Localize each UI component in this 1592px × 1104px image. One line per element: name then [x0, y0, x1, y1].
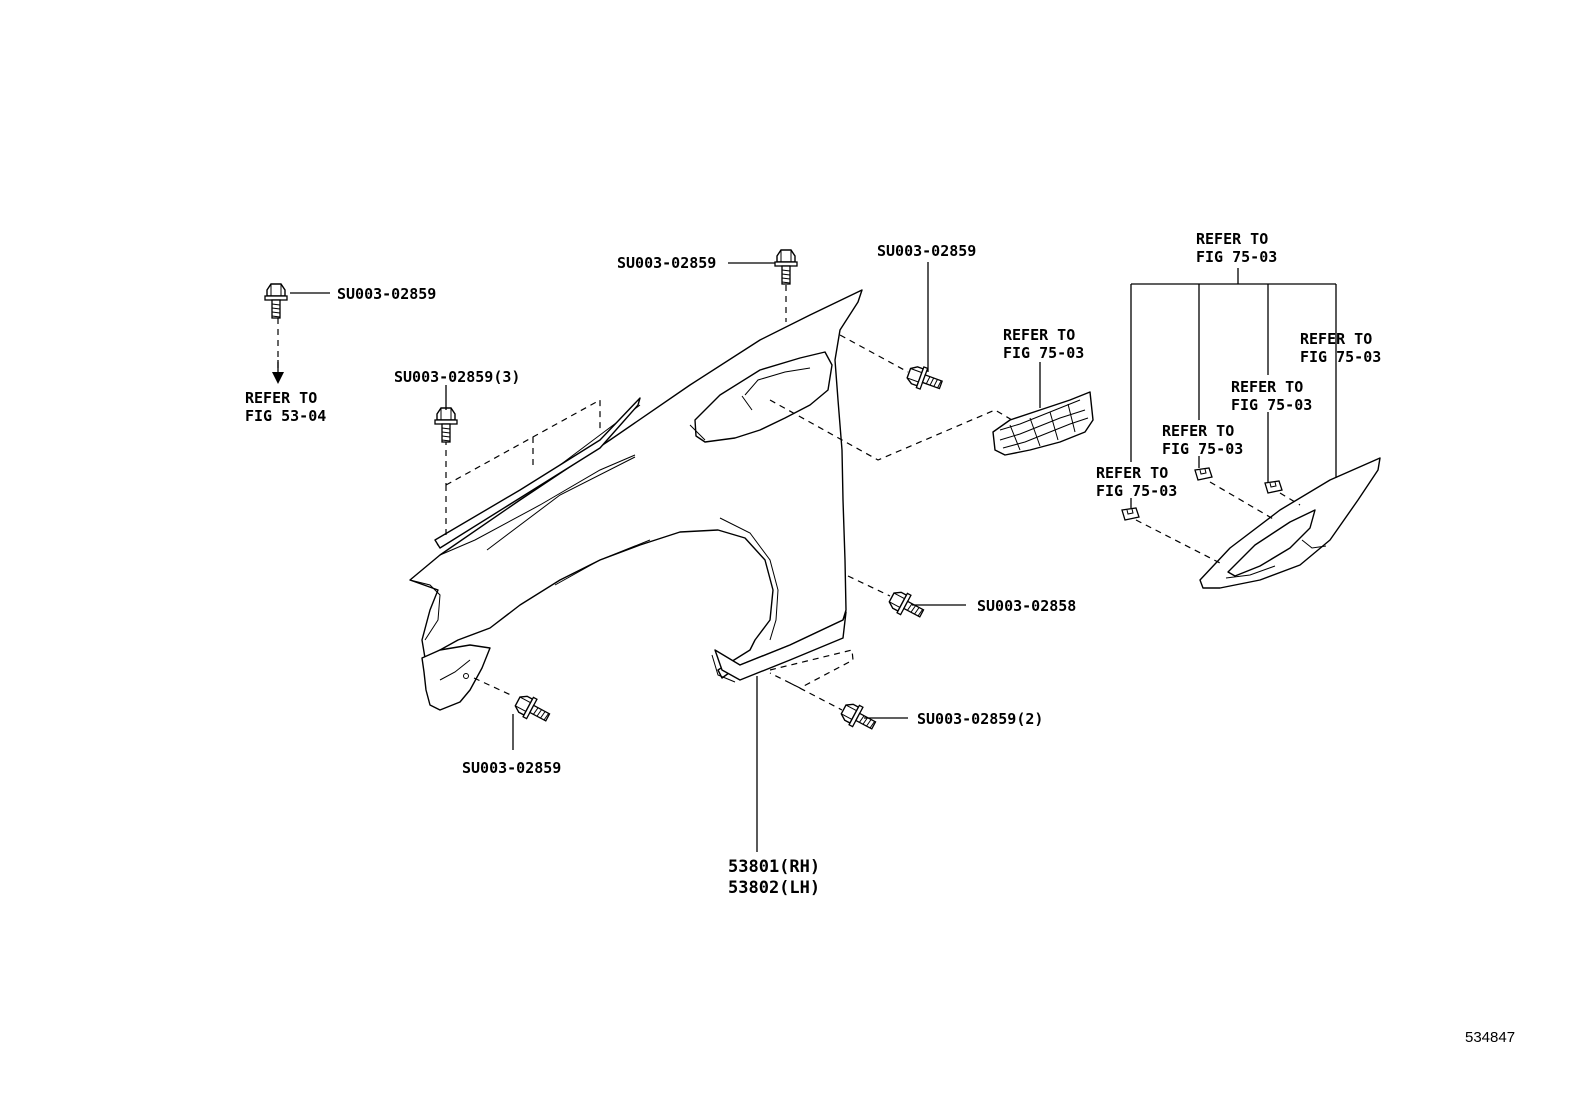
clip-guide-b [1209, 481, 1276, 521]
attachment-guide-lines [277, 285, 1013, 711]
front-fender-panel [409, 289, 863, 711]
bolt-top-fender [774, 249, 798, 285]
bolt-upper-right [904, 362, 946, 396]
figure-id: 534847 [1465, 1029, 1515, 1046]
clip-nut-c [1264, 480, 1283, 494]
label-vent-ref-a-line1: REFER TO [1096, 464, 1168, 482]
label-vent-ref-b-line2: FIG 75-03 [1162, 440, 1243, 458]
label-vent-ref-a-line2: FIG 75-03 [1096, 482, 1177, 500]
clip-nut-a [1121, 507, 1140, 521]
arrow-down-icon [272, 372, 284, 384]
label-top-bolt: SU003-02859 [617, 254, 716, 272]
label-upper-right-bolt: SU003-02859 [877, 242, 976, 260]
label-vent-ref-b-line1: REFER TO [1162, 422, 1234, 440]
label-bottom-bolt-2: SU003-02859(2) [917, 710, 1043, 728]
label-vent-ref-c-line1: REFER TO [1231, 378, 1303, 396]
bolt-lower-left [511, 691, 554, 728]
fender-vent-garnish [1199, 457, 1381, 589]
label-vent-ref-d-line1: REFER TO [1300, 330, 1372, 348]
label-grille-ref-line2: FIG 75-03 [1003, 344, 1084, 362]
label-lower-left-bolt: SU003-02859 [462, 759, 561, 777]
leader-lines [290, 262, 1337, 852]
clip-guide-a [1135, 519, 1221, 564]
label-rear-bolt: SU003-02858 [977, 597, 1076, 615]
label-part-lh: 53802(LH) [728, 878, 820, 898]
label-left-bolt-3: SU003-02859(3) [394, 368, 520, 386]
label-vent-top-ref-line1: REFER TO [1196, 230, 1268, 248]
label-part-rh: 53801(RH) [728, 857, 820, 877]
label-vent-ref-d-line2: FIG 75-03 [1300, 348, 1381, 366]
label-refer-53-line2: FIG 53-04 [245, 407, 326, 425]
label-vent-ref-c-line2: FIG 75-03 [1231, 396, 1312, 414]
label-grille-ref-line1: REFER TO [1003, 326, 1075, 344]
clip-guide-c [1279, 492, 1301, 506]
label-top-left-bolt: SU003-02859 [337, 285, 436, 303]
bolt-upper-left [434, 407, 458, 443]
bolt-top-left [264, 283, 288, 319]
label-refer-53-line1: REFER TO [245, 389, 317, 407]
side-grille [992, 391, 1094, 456]
label-vent-top-ref-line2: FIG 75-03 [1196, 248, 1277, 266]
clip-nut-b [1194, 467, 1213, 481]
